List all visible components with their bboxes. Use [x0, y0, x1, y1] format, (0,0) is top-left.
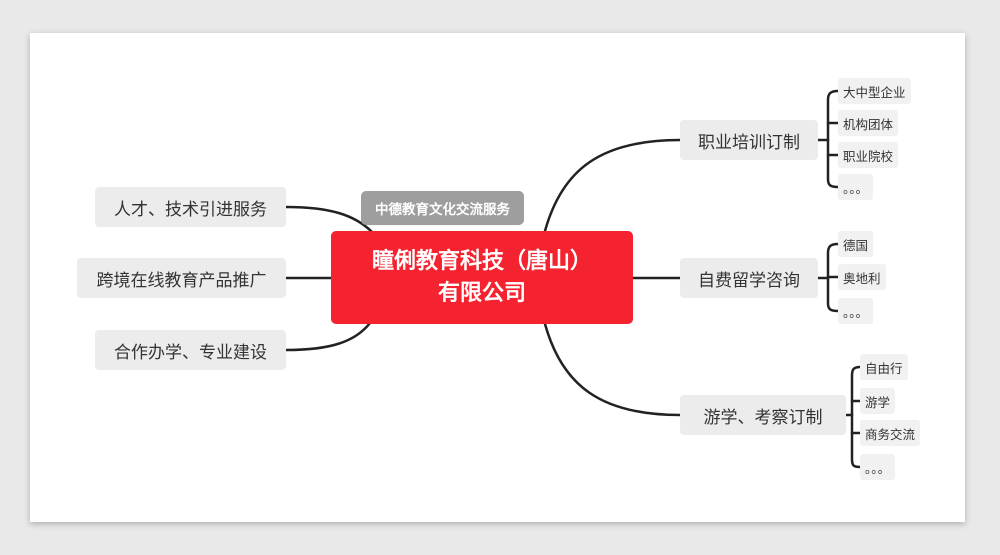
- subtopic-institutions[interactable]: 机构团体: [838, 110, 899, 136]
- link-sub-3-bracket: [850, 365, 862, 469]
- subtopic-study-tour[interactable]: 游学: [860, 388, 896, 414]
- subtopic-free-travel[interactable]: 自由行: [860, 354, 908, 380]
- link-left-3: [284, 321, 372, 352]
- topic-study-tours[interactable]: 游学、考察订制: [680, 395, 846, 435]
- subtopic-austria[interactable]: 奥地利: [838, 264, 886, 290]
- link-right-1: [543, 138, 682, 233]
- topic-talent-technology[interactable]: 人才、技术引进服务: [95, 187, 286, 227]
- subtopic-large-enterprises[interactable]: 大中型企业: [838, 78, 911, 104]
- central-topic-line2: 有限公司: [437, 280, 526, 306]
- central-topic-line1: 瞳俐教育科技（唐山）: [371, 248, 592, 274]
- central-topic[interactable]: 瞳俐教育科技（唐山） 有限公司: [331, 231, 633, 324]
- subtopic-business-exchange[interactable]: 商务交流: [860, 420, 921, 446]
- subtopic-more-3[interactable]: 。。。: [860, 454, 896, 480]
- subtopic-more-1[interactable]: 。。。: [838, 174, 874, 200]
- subtopic-vocational-colleges[interactable]: 职业院校: [838, 142, 899, 168]
- link-left-1: [284, 205, 374, 234]
- topic-vocational-training[interactable]: 职业培训订制: [680, 120, 818, 160]
- subtopic-germany[interactable]: 德国: [838, 231, 874, 257]
- floating-topic-label[interactable]: 中德教育文化交流服务: [361, 191, 524, 225]
- link-right-3: [543, 322, 682, 417]
- topic-cooperative-education[interactable]: 合作办学、专业建设: [95, 330, 286, 370]
- topic-study-abroad[interactable]: 自费留学咨询: [680, 258, 818, 298]
- subtopic-more-2[interactable]: 。。。: [838, 298, 874, 324]
- link-sub-1-bracket: [826, 89, 840, 189]
- topic-cross-border-education[interactable]: 跨境在线教育产品推广: [77, 258, 286, 298]
